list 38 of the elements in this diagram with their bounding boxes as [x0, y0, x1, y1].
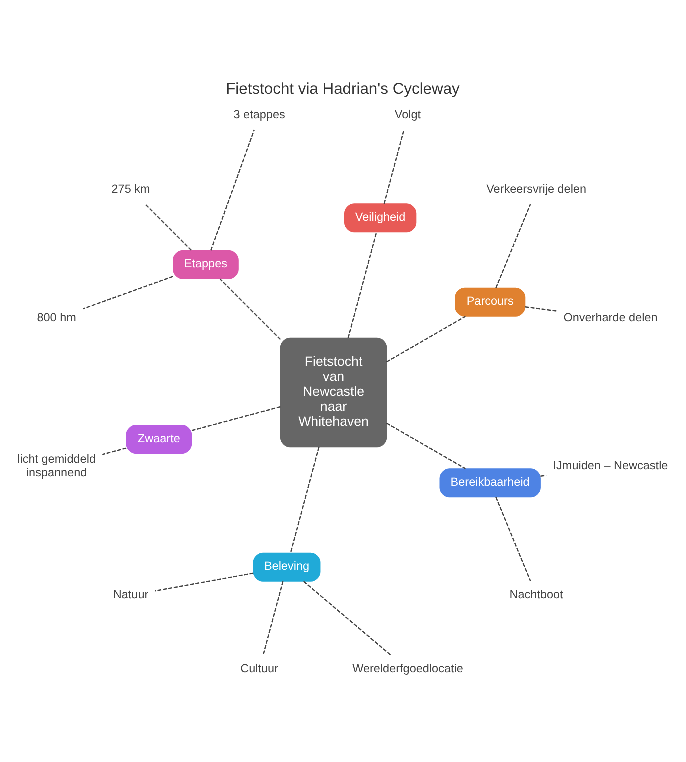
node-box: Etappes [173, 250, 239, 280]
connector [144, 204, 192, 251]
connector [83, 276, 174, 310]
node-text: Nachtboot [510, 588, 564, 602]
connector [290, 447, 320, 554]
node-box: Parcours [455, 288, 526, 317]
connector [348, 232, 378, 338]
connector [540, 474, 547, 478]
connector [303, 581, 392, 656]
node-text: 3 etappes [234, 108, 286, 122]
connector [386, 422, 466, 470]
connector [384, 130, 405, 204]
connector [496, 204, 532, 288]
connector [210, 130, 256, 251]
connector [220, 278, 282, 340]
connector [525, 306, 558, 312]
node-text: Verkeersvrije delen [486, 182, 587, 196]
node-box: Bereikbaarheid [440, 468, 541, 498]
diagram-title: Fietstocht via Hadrian's Cycleway [226, 80, 460, 98]
connector [192, 406, 281, 432]
node-text: Natuur [113, 588, 149, 602]
node-box: Zwaarte [126, 425, 192, 454]
node-text: IJmuiden – Newcastle [553, 460, 668, 473]
node-text: licht gemiddeld inspannend [18, 453, 96, 480]
node-box: Veiligheid [344, 204, 417, 233]
node-text: Werelderfgoedlocatie [352, 662, 464, 676]
node-text: Volgt [394, 108, 422, 122]
node-box: Beleving [253, 552, 321, 582]
connector [496, 497, 532, 582]
connector [155, 572, 254, 592]
node-text: Cultuur [240, 662, 279, 676]
node-text: 800 hm [37, 311, 76, 324]
connector [262, 581, 284, 656]
node-text: Onverharde delen [564, 311, 658, 324]
node-text: 275 km [112, 182, 150, 196]
connector [386, 316, 466, 363]
node-box: Fietstocht van Newcastle naar Whitehaven [280, 338, 388, 448]
connector [102, 448, 127, 456]
